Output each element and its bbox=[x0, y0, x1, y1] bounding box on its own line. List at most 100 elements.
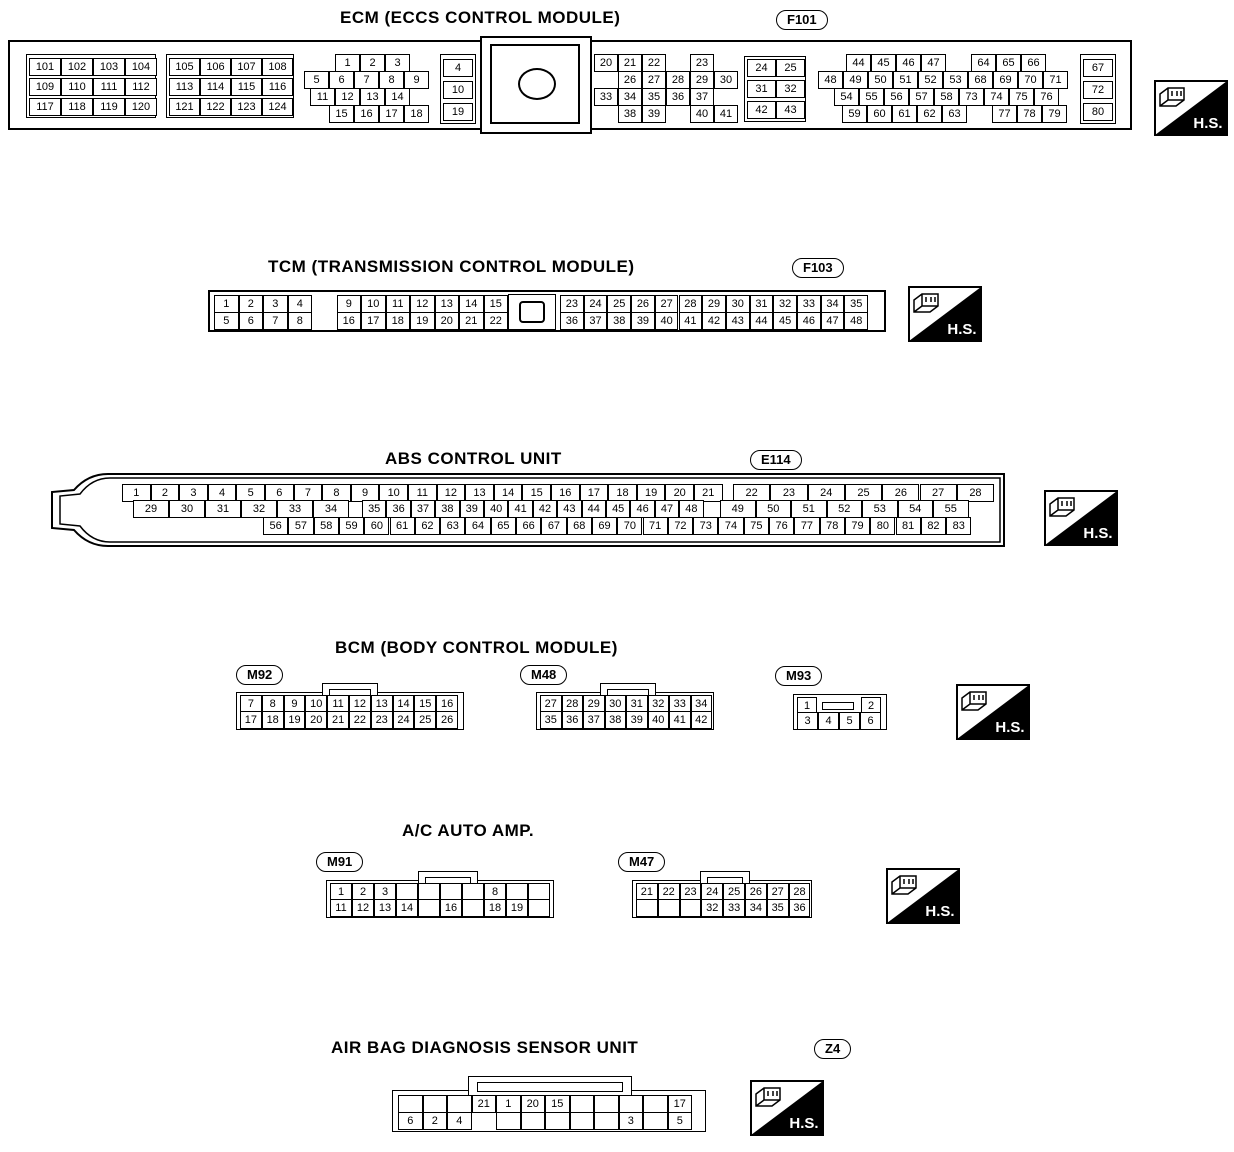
terminal-124: 124 bbox=[262, 98, 293, 116]
terminal-36: 36 bbox=[666, 88, 690, 106]
terminal-30: 30 bbox=[714, 71, 738, 89]
terminal-4: 4 bbox=[443, 59, 473, 77]
terminal-62: 62 bbox=[917, 105, 942, 123]
terminal-28: 28 bbox=[678, 295, 703, 313]
terminal-13: 13 bbox=[434, 295, 459, 313]
terminal-37: 37 bbox=[583, 312, 608, 330]
terminal-63: 63 bbox=[942, 105, 967, 123]
terminal-blank bbox=[618, 1095, 643, 1113]
terminal-55: 55 bbox=[859, 88, 884, 106]
hs-label: H.S. bbox=[789, 1115, 818, 1132]
tcm-center-latch-inner bbox=[519, 301, 545, 323]
terminal-79: 79 bbox=[1042, 105, 1067, 123]
hs-label: H.S. bbox=[995, 719, 1024, 736]
terminal-56: 56 bbox=[263, 517, 289, 535]
terminal-21: 21 bbox=[459, 312, 484, 330]
terminal-103: 103 bbox=[93, 58, 125, 76]
terminal-106: 106 bbox=[200, 58, 231, 76]
terminal-58: 58 bbox=[934, 88, 959, 106]
terminal-28: 28 bbox=[561, 695, 583, 713]
terminal-117: 117 bbox=[29, 98, 61, 116]
airbag-latch-slot bbox=[477, 1082, 623, 1092]
terminal-20: 20 bbox=[665, 484, 694, 502]
terminal-123: 123 bbox=[231, 98, 262, 116]
terminal-21: 21 bbox=[694, 484, 723, 502]
terminal-60: 60 bbox=[364, 517, 390, 535]
terminal-15: 15 bbox=[329, 105, 354, 123]
ecm-title: ECM (ECCS CONTROL MODULE) bbox=[340, 8, 621, 27]
terminal-17: 17 bbox=[361, 312, 386, 330]
terminal-blank bbox=[418, 899, 440, 917]
terminal-7: 7 bbox=[354, 71, 379, 89]
terminal-25: 25 bbox=[607, 295, 632, 313]
terminal-69: 69 bbox=[993, 71, 1018, 89]
terminal-23: 23 bbox=[690, 54, 714, 72]
terminal-9: 9 bbox=[336, 295, 361, 313]
terminal-22: 22 bbox=[733, 484, 771, 502]
terminal-78: 78 bbox=[1017, 105, 1042, 123]
terminal-13: 13 bbox=[370, 695, 393, 713]
terminal-13: 13 bbox=[374, 899, 396, 917]
terminal-36: 36 bbox=[788, 899, 811, 917]
terminal-7: 7 bbox=[263, 312, 288, 330]
terminal-29: 29 bbox=[702, 295, 726, 313]
terminal-41: 41 bbox=[714, 105, 738, 123]
terminal-16: 16 bbox=[336, 312, 361, 330]
terminal-77: 77 bbox=[794, 517, 820, 535]
terminal-60: 60 bbox=[867, 105, 892, 123]
terminal-40: 40 bbox=[647, 711, 669, 729]
terminal-115: 115 bbox=[231, 78, 262, 96]
bcm-m93-badge: M93 bbox=[775, 666, 823, 686]
terminal-6: 6 bbox=[238, 312, 263, 330]
terminal-10: 10 bbox=[443, 81, 473, 99]
terminal-121: 121 bbox=[169, 98, 200, 116]
terminal-59: 59 bbox=[338, 517, 365, 535]
bcm-m48-badge: M48 bbox=[520, 665, 568, 685]
terminal-26: 26 bbox=[631, 295, 655, 313]
terminal-39: 39 bbox=[626, 711, 648, 729]
terminal-35: 35 bbox=[362, 500, 387, 518]
terminal-43: 43 bbox=[725, 312, 750, 330]
terminal-55: 55 bbox=[933, 500, 969, 518]
terminal-19: 19 bbox=[410, 312, 435, 330]
terminal-19: 19 bbox=[636, 484, 666, 502]
terminal-21: 21 bbox=[618, 54, 642, 72]
terminal-49: 49 bbox=[720, 500, 756, 518]
terminal-16: 16 bbox=[551, 484, 580, 502]
terminal-42: 42 bbox=[747, 101, 776, 119]
terminal-42: 42 bbox=[690, 711, 712, 729]
terminal-38: 38 bbox=[604, 711, 626, 729]
terminal-3: 3 bbox=[618, 1112, 643, 1130]
ecm-hs-icon: H.S. bbox=[1154, 80, 1228, 136]
terminal-4: 4 bbox=[818, 712, 839, 730]
terminal-44: 44 bbox=[846, 54, 871, 72]
terminal-41: 41 bbox=[669, 711, 691, 729]
terminal-14: 14 bbox=[385, 88, 410, 106]
terminal-32: 32 bbox=[241, 500, 277, 518]
terminal-blank bbox=[496, 1112, 521, 1130]
terminal-42: 42 bbox=[532, 500, 558, 518]
terminal-8: 8 bbox=[379, 71, 404, 89]
terminal-27: 27 bbox=[654, 295, 679, 313]
terminal-24: 24 bbox=[747, 59, 776, 77]
terminal-29: 29 bbox=[690, 71, 714, 89]
terminal-blank bbox=[528, 899, 550, 917]
terminal-3: 3 bbox=[797, 712, 818, 730]
terminal-22: 22 bbox=[483, 312, 508, 330]
terminal-37: 37 bbox=[583, 711, 605, 729]
terminal-9: 9 bbox=[350, 484, 380, 502]
terminal-34: 34 bbox=[313, 500, 349, 518]
terminal-18: 18 bbox=[484, 899, 506, 917]
terminal-22: 22 bbox=[349, 711, 371, 729]
terminal-12: 12 bbox=[436, 484, 466, 502]
terminal-35: 35 bbox=[844, 295, 869, 313]
terminal-30: 30 bbox=[169, 500, 205, 518]
terminal-75: 75 bbox=[1009, 88, 1034, 106]
terminal-26: 26 bbox=[618, 71, 642, 89]
terminal-25: 25 bbox=[723, 883, 745, 901]
terminal-52: 52 bbox=[826, 500, 862, 518]
terminal-27: 27 bbox=[642, 71, 666, 89]
